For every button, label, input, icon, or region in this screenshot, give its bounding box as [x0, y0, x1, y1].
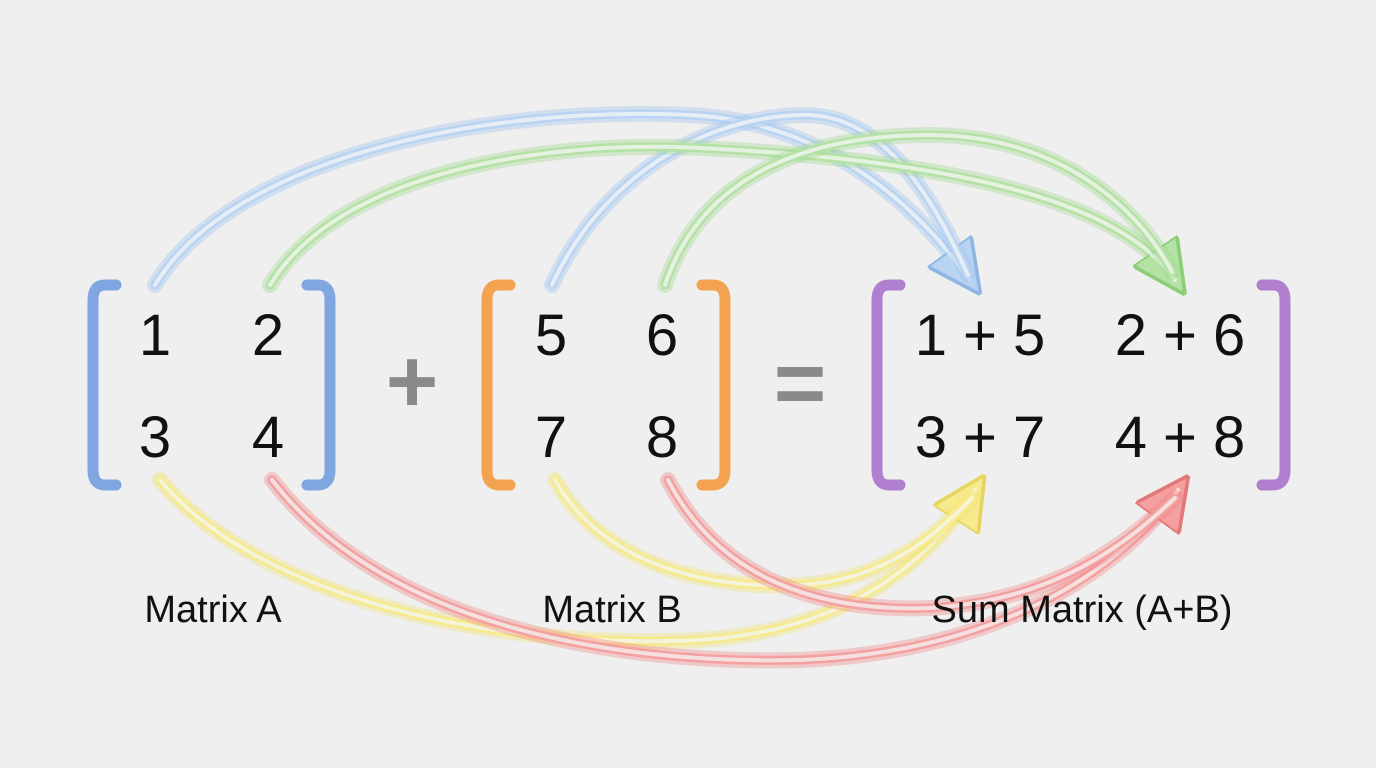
sum-matrix-cell: 1 + 5: [915, 303, 1046, 368]
matrix-a-label: Matrix A: [144, 589, 282, 631]
sum-matrix-left-bracket: [871, 279, 906, 491]
arrow-a22-to-sum22: [264, 472, 1178, 669]
matrix-b-cell: 6: [646, 303, 678, 368]
matrix-b-right-bracket: [696, 279, 731, 491]
arrow-a11-to-sum11: [147, 105, 970, 285]
arrow-a21-to-sum21: [152, 480, 975, 650]
matrix-a-cell: 1: [139, 303, 171, 368]
matrix-b-cell: 5: [535, 303, 567, 368]
sum-matrix-cell: 4 + 8: [1115, 405, 1246, 470]
matrix-a-right-bracket: [301, 279, 336, 491]
sum-matrix-cell: 3 + 7: [915, 405, 1046, 470]
matrix-a-cell: 3: [139, 405, 171, 470]
matrix-b-cell: 8: [646, 405, 678, 470]
plus-operator: +: [386, 332, 439, 432]
sum-matrix-cell: 2 + 6: [1115, 303, 1246, 368]
arrow-b12-to-sum12: [657, 126, 1180, 293]
arrow-b11-to-sum11: [544, 106, 976, 293]
sum-matrix-label: Sum Matrix (A+B): [932, 589, 1233, 631]
sum-matrix-right-bracket: [1256, 279, 1291, 491]
matrix-b-left-bracket: [481, 279, 516, 491]
arrow-b22-to-sum22: [660, 472, 1183, 617]
matrix-a-cell: 2: [252, 303, 284, 368]
matrix-a-left-bracket: [87, 279, 122, 491]
equals-operator: =: [774, 334, 827, 434]
matrix-b-cell: 7: [535, 405, 567, 470]
arrow-a12-to-sum12: [262, 138, 1175, 285]
matrix-b-label: Matrix B: [542, 589, 681, 631]
matrix-a-cell: 4: [252, 405, 284, 470]
